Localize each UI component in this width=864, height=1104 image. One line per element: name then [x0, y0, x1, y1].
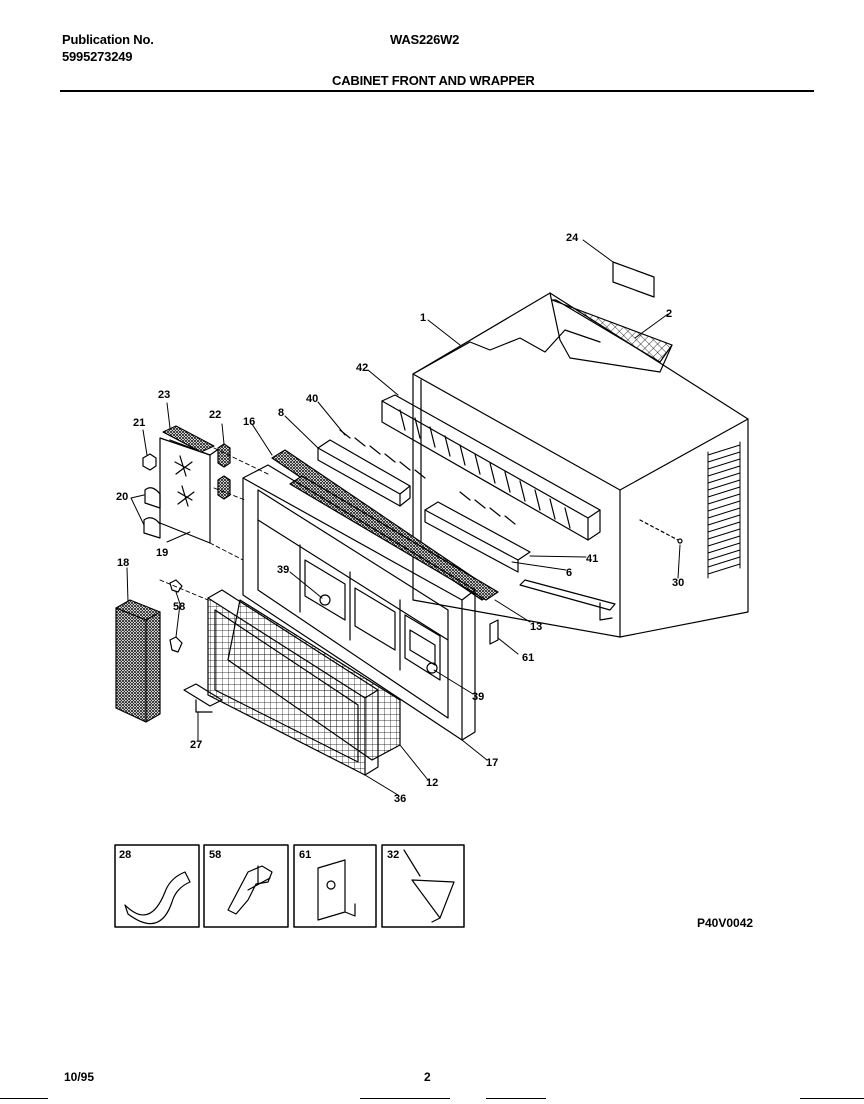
inset-label-28: 28: [119, 849, 131, 861]
model-number: WAS226W2: [390, 32, 460, 47]
callout-16: 16: [243, 416, 255, 428]
callout-27: 27: [190, 739, 202, 751]
callout-20: 20: [116, 491, 128, 503]
callout-30: 30: [672, 577, 684, 589]
louver-assembly-42: [381, 394, 601, 541]
callout-12: 12: [426, 777, 438, 789]
callout-6: 6: [566, 567, 572, 579]
callout-1: 1: [420, 312, 426, 324]
diagram-code: P40V0042: [697, 916, 754, 930]
gasket-13: [289, 475, 499, 601]
callout-58: 58: [173, 601, 185, 613]
footer-rule-left: [0, 1098, 48, 1099]
callout-39-upper: 39: [277, 564, 289, 576]
inset-label-61: 61: [299, 849, 311, 861]
callout-13: 13: [530, 621, 542, 633]
control-knob-20-a: [144, 487, 161, 509]
callout-41: 41: [586, 553, 598, 565]
side-filter-18: [115, 599, 161, 723]
footer-rule-right: [800, 1098, 864, 1099]
callout-42: 42: [356, 362, 368, 374]
footer-rule-center2: [486, 1098, 546, 1099]
callout-21: 21: [133, 417, 145, 429]
knob-21: [142, 453, 157, 471]
screw-30-line: [639, 519, 679, 541]
callout-23: 23: [158, 389, 170, 401]
callout-61: 61: [522, 652, 534, 664]
callout-40: 40: [306, 393, 318, 405]
inset-58: 58: [203, 844, 289, 928]
clip-58-a: [169, 579, 183, 593]
publication-label: Publication No.: [62, 32, 154, 47]
bracket-23: [162, 425, 215, 453]
switch-22: [217, 443, 231, 468]
header-rule: [60, 90, 814, 92]
control-panel-19: [159, 437, 221, 544]
footer-rule-center: [360, 1098, 450, 1099]
callout-18: 18: [117, 557, 129, 569]
footer-date: 10/95: [64, 1070, 95, 1084]
callout-17: 17: [486, 757, 498, 769]
grille-36: [207, 589, 379, 776]
inset-28: 28: [114, 844, 200, 928]
screw-30: [677, 538, 683, 544]
inset-61: 61: [293, 844, 377, 928]
callout-8: 8: [278, 407, 284, 419]
section-title: CABINET FRONT AND WRAPPER: [332, 73, 535, 88]
callout-36: 36: [394, 793, 406, 805]
side-louvers: [707, 441, 741, 579]
inset-32: 32: [381, 844, 465, 928]
air-deflector-40: [317, 429, 426, 507]
page-number: 2: [424, 1070, 431, 1084]
callout-22: 22: [209, 409, 221, 421]
publication-number: 5995273249: [62, 49, 133, 64]
inset-label-32: 32: [387, 849, 399, 861]
bracket-61: [489, 619, 499, 645]
label-part-24: [612, 261, 655, 298]
callout-39-lower: 39: [472, 691, 484, 703]
control-knob-20-b: [143, 517, 161, 539]
leader-lines: [126, 239, 681, 796]
callout-numbers: 24 2 1 42 40 8 16 22 23 21 20 19 18 58 3…: [116, 232, 684, 805]
switch-22-b: [217, 475, 231, 500]
assembly-lines: [159, 447, 271, 601]
lower-vane-41: [424, 491, 531, 573]
callout-19: 19: [156, 547, 168, 559]
callout-24: 24: [566, 232, 579, 244]
clip-58-b: [169, 636, 183, 653]
handle-27: [183, 683, 223, 713]
inset-label-58: 58: [209, 849, 221, 861]
callout-2: 2: [666, 308, 672, 320]
